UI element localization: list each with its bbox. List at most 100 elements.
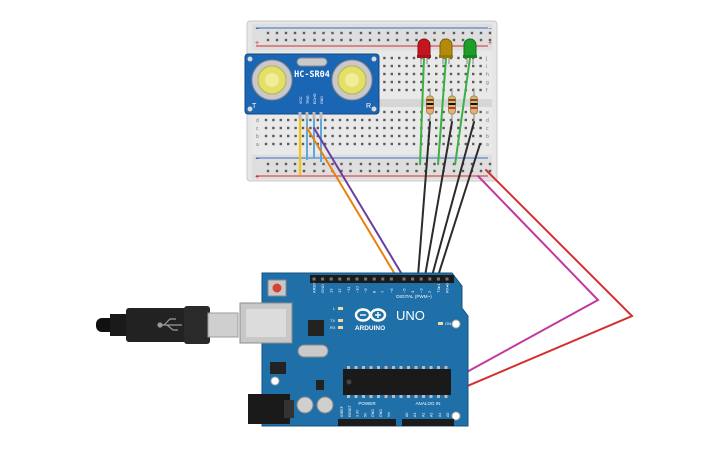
rail-hole[interactable]: [349, 169, 352, 173]
breadboard-hole[interactable]: [472, 64, 475, 68]
breadboard-hole[interactable]: [457, 88, 460, 92]
breadboard-hole[interactable]: [442, 134, 445, 138]
breadboard-hole[interactable]: [435, 134, 438, 138]
breadboard-hole[interactable]: [435, 56, 438, 60]
breadboard-hole[interactable]: [316, 118, 319, 122]
rail-hole[interactable]: [442, 162, 445, 166]
breadboard-hole[interactable]: [346, 126, 349, 130]
black-wire-1[interactable]: [417, 121, 431, 277]
breadboard-hole[interactable]: [412, 126, 416, 130]
breadboard-hole[interactable]: [472, 80, 475, 84]
rail-hole[interactable]: [415, 169, 418, 173]
breadboard-hole[interactable]: [272, 126, 275, 130]
rail-hole[interactable]: [313, 169, 316, 173]
breadboard-hole[interactable]: [427, 80, 430, 84]
breadboard-hole[interactable]: [353, 142, 356, 146]
breadboard-hole[interactable]: [309, 126, 312, 130]
rail-hole[interactable]: [302, 169, 306, 173]
breadboard-hole[interactable]: [324, 142, 327, 146]
rail-hole[interactable]: [386, 31, 390, 35]
rail-hole[interactable]: [377, 31, 381, 35]
breadboard-hole[interactable]: [449, 88, 453, 92]
breadboard-hole[interactable]: [412, 118, 416, 122]
breadboard-hole[interactable]: [398, 88, 401, 92]
breadboard-hole[interactable]: [464, 118, 467, 122]
rail-hole[interactable]: [266, 162, 270, 166]
rail-hole[interactable]: [275, 31, 279, 35]
rail-hole[interactable]: [452, 169, 456, 173]
breadboard-hole[interactable]: [375, 126, 379, 130]
breadboard-hole[interactable]: [383, 110, 386, 114]
breadboard-hole[interactable]: [405, 88, 408, 92]
rail-hole[interactable]: [349, 38, 352, 42]
digital-pin[interactable]: [419, 277, 423, 281]
rail-hole[interactable]: [433, 31, 436, 35]
breadboard-hole[interactable]: [338, 134, 342, 138]
rail-hole[interactable]: [349, 31, 352, 35]
analog-header[interactable]: [402, 419, 454, 426]
breadboard-hole[interactable]: [412, 88, 416, 92]
resistor[interactable]: [448, 88, 456, 122]
digital-pin[interactable]: [411, 277, 415, 281]
breadboard-hole[interactable]: [457, 64, 460, 68]
breadboard-hole[interactable]: [398, 118, 401, 122]
breadboard-hole[interactable]: [346, 134, 349, 138]
rail-hole[interactable]: [479, 169, 483, 173]
breadboard-hole[interactable]: [479, 134, 482, 138]
breadboard-hole[interactable]: [294, 126, 297, 130]
rail-hole[interactable]: [340, 162, 343, 166]
rail-hole[interactable]: [395, 162, 399, 166]
breadboard-hole[interactable]: [346, 118, 349, 122]
breadboard-hole[interactable]: [405, 134, 408, 138]
rail-hole[interactable]: [359, 162, 363, 166]
green-wire[interactable]: [419, 57, 425, 166]
black-wire-4[interactable]: [437, 143, 481, 277]
breadboard-hole[interactable]: [390, 56, 393, 60]
breadboard-hole[interactable]: [390, 134, 393, 138]
breadboard-hole[interactable]: [472, 134, 475, 138]
breadboard-hole[interactable]: [398, 80, 401, 84]
resistor[interactable]: [470, 88, 478, 122]
rail-hole[interactable]: [452, 31, 456, 35]
breadboard-hole[interactable]: [368, 134, 371, 138]
digital-pin[interactable]: [436, 277, 440, 281]
breadboard-hole[interactable]: [457, 72, 460, 76]
rail-hole[interactable]: [395, 169, 399, 173]
breadboard-hole[interactable]: [435, 142, 438, 146]
breadboard-hole[interactable]: [479, 80, 482, 84]
breadboard-hole[interactable]: [442, 118, 445, 122]
breadboard-hole[interactable]: [287, 134, 290, 138]
rail-hole[interactable]: [395, 31, 399, 35]
breadboard-hole[interactable]: [324, 118, 327, 122]
rail-hole[interactable]: [293, 169, 297, 173]
breadboard-hole[interactable]: [479, 64, 482, 68]
rail-hole[interactable]: [359, 31, 363, 35]
breadboard-hole[interactable]: [301, 126, 305, 130]
breadboard-hole[interactable]: [264, 134, 268, 138]
resistor[interactable]: [426, 88, 434, 122]
breadboard-hole[interactable]: [449, 142, 453, 146]
breadboard-hole[interactable]: [331, 134, 334, 138]
breadboard-hole[interactable]: [301, 118, 305, 122]
reset-button-cap[interactable]: [272, 283, 282, 293]
breadboard-hole[interactable]: [405, 80, 408, 84]
rail-hole[interactable]: [433, 162, 436, 166]
rail-hole[interactable]: [368, 162, 372, 166]
breadboard-hole[interactable]: [398, 126, 401, 130]
red-led[interactable]: [417, 38, 431, 64]
digital-pin[interactable]: [312, 277, 316, 281]
rail-hole[interactable]: [322, 31, 325, 35]
breadboard-hole[interactable]: [427, 88, 430, 92]
rail-hole[interactable]: [368, 169, 372, 173]
breadboard-hole[interactable]: [472, 72, 475, 76]
breadboard-hole[interactable]: [405, 142, 408, 146]
breadboard-hole[interactable]: [383, 72, 386, 76]
rail-hole[interactable]: [479, 162, 483, 166]
breadboard-hole[interactable]: [346, 142, 349, 146]
rail-hole[interactable]: [452, 38, 456, 42]
rail-hole[interactable]: [284, 38, 288, 42]
breadboard-hole[interactable]: [331, 118, 334, 122]
breadboard-hole[interactable]: [442, 126, 445, 130]
digital-pin[interactable]: [338, 277, 342, 281]
rail-hole[interactable]: [488, 162, 492, 166]
